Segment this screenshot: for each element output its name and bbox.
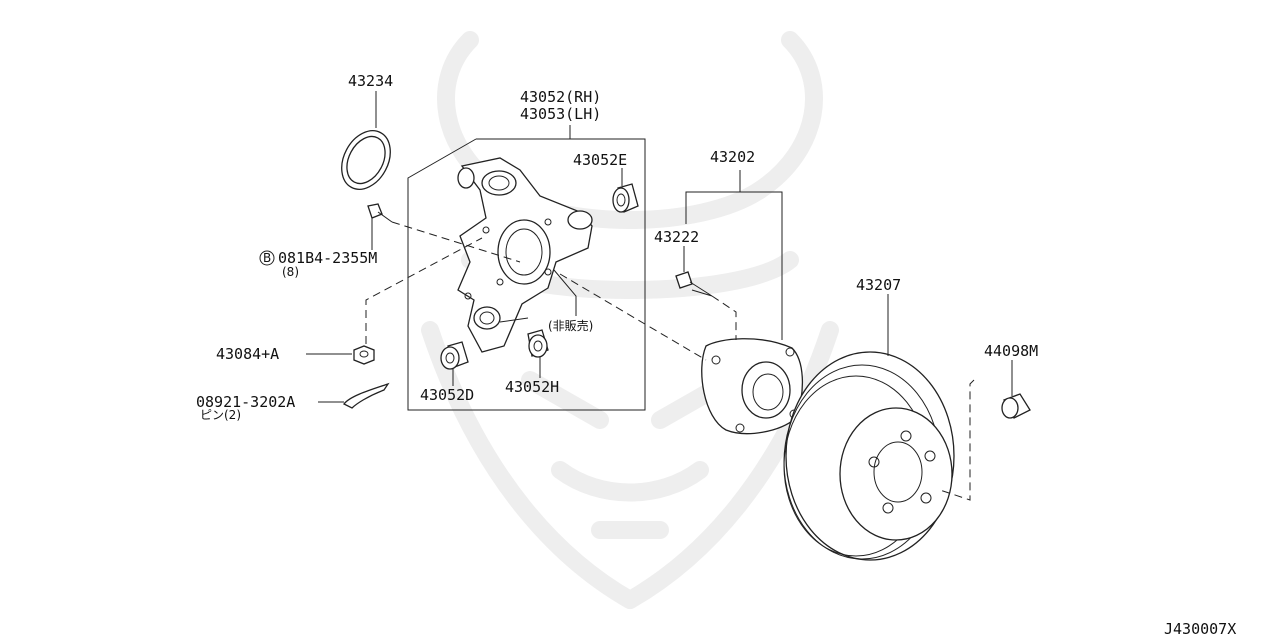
cap-part[interactable] bbox=[1001, 393, 1031, 419]
bolt-ref-letter: B bbox=[263, 251, 271, 265]
nut-part[interactable] bbox=[353, 345, 375, 365]
callout-seal[interactable]: 43234 bbox=[348, 72, 393, 90]
callout-hub-assembly[interactable]: 43202 bbox=[710, 148, 755, 166]
disc-rotor-part[interactable] bbox=[783, 351, 955, 561]
callout-hub-bolt[interactable]: 43222 bbox=[654, 228, 699, 246]
callout-disc-rotor[interactable]: 43207 bbox=[856, 276, 901, 294]
wheel-hub-part[interactable] bbox=[701, 338, 804, 435]
callout-bolt-qty: (8) bbox=[282, 265, 299, 279]
callout-knuckle-lh[interactable]: 43053(LH) bbox=[520, 105, 601, 123]
bolt-ref-marker: B bbox=[259, 250, 275, 266]
seal-ring-part[interactable] bbox=[332, 122, 400, 197]
callout-not-sold[interactable]: (非販売) bbox=[548, 318, 593, 333]
bushing-h-part[interactable] bbox=[527, 329, 549, 358]
callout-bushing-d[interactable]: 43052D bbox=[420, 386, 474, 404]
callout-cap[interactable]: 44098M bbox=[984, 342, 1038, 360]
callout-cotter-pin[interactable]: 08921-3202A bbox=[196, 393, 295, 411]
bushing-d-part[interactable] bbox=[440, 341, 469, 370]
callout-nut[interactable]: 43084+A bbox=[216, 345, 279, 363]
knuckle-frame bbox=[407, 138, 646, 411]
steering-knuckle-part[interactable] bbox=[457, 157, 593, 353]
drawing-id: J430007X bbox=[1164, 620, 1236, 638]
bushing-e-part[interactable] bbox=[612, 183, 639, 213]
callout-bushing-e[interactable]: 43052E bbox=[573, 151, 627, 169]
callout-pin-label: ピン(2) bbox=[200, 408, 241, 422]
hub-bolt-part[interactable] bbox=[675, 271, 713, 297]
cotter-pin-part[interactable] bbox=[343, 382, 390, 409]
callout-bolt[interactable]: 081B4-2355M bbox=[278, 249, 377, 267]
hub-bracket bbox=[685, 191, 783, 340]
callout-bushing-h[interactable]: 43052H bbox=[505, 378, 559, 396]
callout-knuckle-rh[interactable]: 43052(RH) bbox=[520, 88, 601, 106]
knuckle-bolt-part[interactable] bbox=[367, 203, 393, 223]
